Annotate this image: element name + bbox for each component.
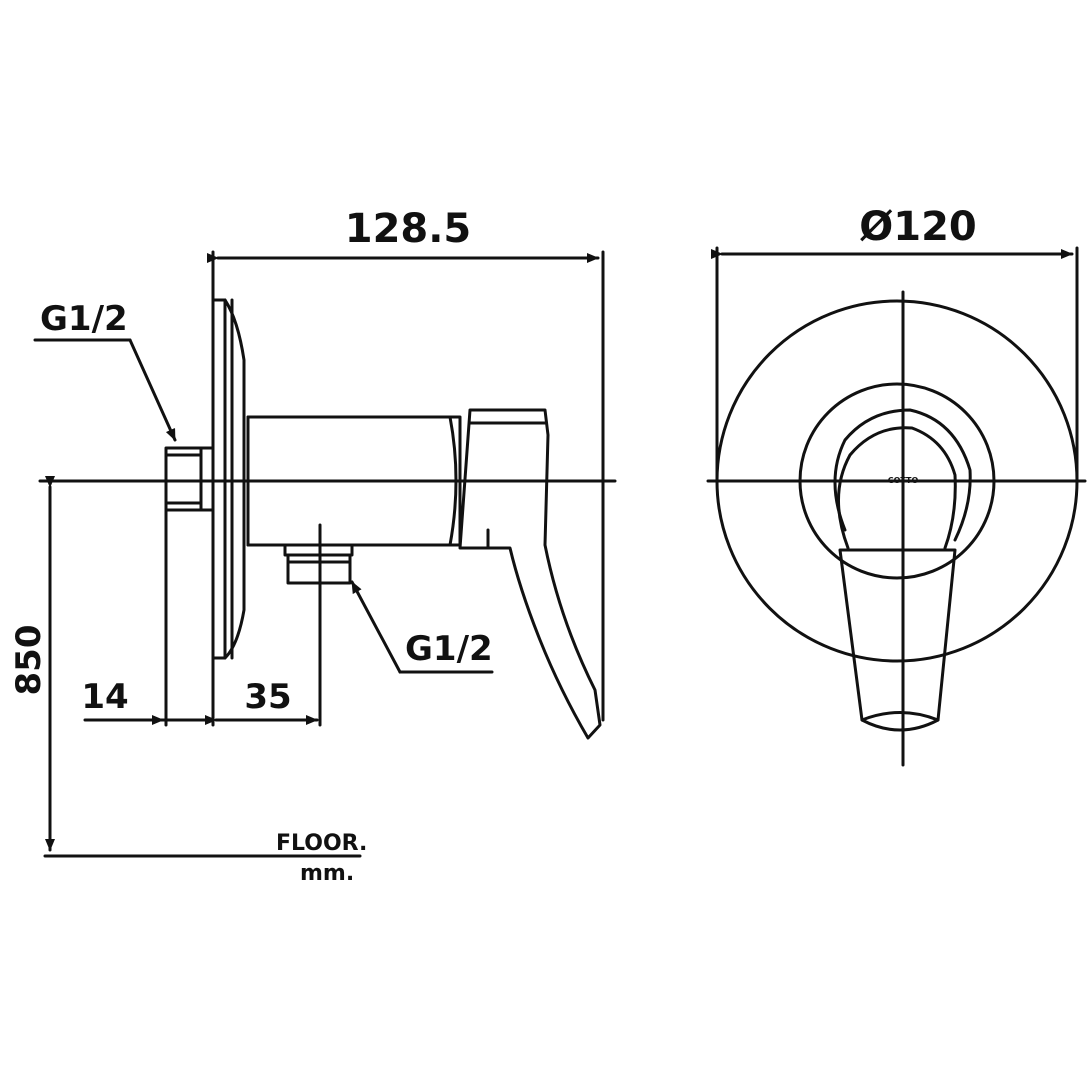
front-view: COTTO Ø120 (706, 204, 1087, 767)
depth-value: 128.5 (345, 206, 472, 252)
wall-offset-value: 14 (81, 677, 128, 717)
diameter-dimension: Ø120 (711, 204, 1074, 259)
depth-dimension: 128.5 (207, 206, 600, 263)
inlet-thread-callout: G1/2 (33, 299, 177, 442)
height-value: 850 (9, 625, 49, 696)
hub-outer-circle (798, 382, 996, 580)
unit-label: mm. (300, 861, 354, 886)
lever-tip (860, 711, 940, 722)
outlet-thread-label: G1/2 (405, 629, 493, 669)
outlet-offset-dimension: 35 (205, 677, 319, 725)
hub-inner-ring (833, 408, 972, 542)
valve-body (246, 415, 462, 547)
outlet-offset-value: 35 (244, 677, 291, 717)
diameter-value: Ø120 (859, 204, 977, 250)
outlet-thread-callout: G1/2 (350, 580, 494, 674)
inlet-fitting (164, 446, 215, 512)
wall-plate (211, 298, 246, 660)
floor-label: FLOOR. (276, 831, 367, 856)
height-dimension: 850 (9, 476, 55, 852)
lever-handle (458, 408, 602, 740)
inlet-thread-label: G1/2 (40, 299, 128, 339)
brand-logo-text: COTTO (888, 476, 919, 485)
wall-offset-dimension: 14 (81, 677, 215, 725)
side-view: 128.5 G1/2 G1/2 850 FLOOR. mm. 14 (9, 206, 617, 886)
hub-cap (837, 426, 957, 550)
